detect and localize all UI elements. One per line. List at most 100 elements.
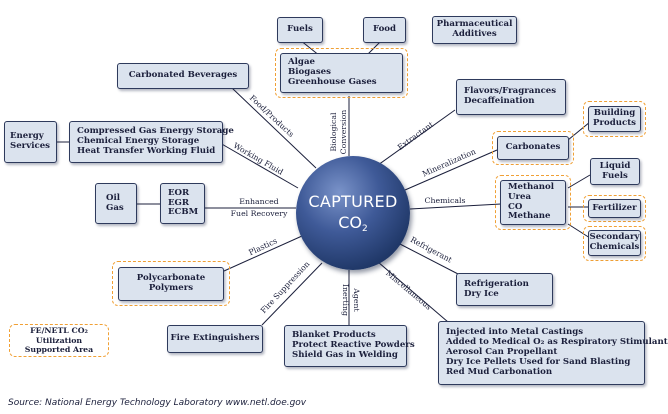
box-fuels: Fuels	[277, 17, 323, 43]
connector-chemicals-liquid	[567, 174, 591, 189]
box-blanket-line-2: Protect Reactive Powders	[292, 340, 415, 351]
box-building-line-2: Products	[592, 118, 637, 128]
box-pharma-line-2: Additives	[452, 29, 497, 39]
label-enhanced-1: Enhanced	[239, 197, 278, 206]
label-working-fluid: Working Fluid	[232, 141, 285, 177]
box-compressed-gas: Compressed Gas Energy Storage Chemical E…	[69, 121, 234, 163]
legend-line-2: Supported Area	[24, 345, 94, 355]
box-blanket-products: Blanket Products Protect Reactive Powder…	[284, 325, 415, 367]
label-food-products: Food/Products	[248, 93, 296, 139]
spoke-miscellaneous	[377, 261, 449, 323]
supported-area-outline-chemicals	[495, 175, 571, 230]
box-oilgas-line-2: Gas	[106, 202, 124, 213]
supported-area-outline-fertilizer	[583, 195, 646, 222]
box-secondary-chemicals: Secondary Chemicals	[588, 230, 641, 256]
box-fire-text: Fire Extinguishers	[170, 333, 260, 344]
label-biological-1: Biological	[329, 112, 338, 152]
box-flavors-decaffeination: Flavors/Fragrances Decaffeination	[456, 79, 566, 115]
box-pharma-line-1: Pharmaceutical	[436, 19, 513, 30]
connector-chemicals-secondary	[567, 223, 591, 239]
box-building-products: Building Products	[588, 106, 641, 132]
legend-line-1: FE/NETL CO₂ Utilization	[30, 326, 88, 345]
box-blanket-line-1: Blanket Products	[292, 330, 376, 341]
spoke-food-products	[231, 87, 317, 169]
box-misc-line-3: Aerosol Can Propellant	[446, 347, 558, 358]
box-fertilizer: Fertilizer	[588, 199, 641, 218]
box-pharmaceutical-additives: Pharmaceutical Additives	[432, 16, 517, 44]
box-algae-line-3: Greenhouse Gases	[288, 76, 377, 87]
box-refrigeration-line-2: Dry Ice	[464, 288, 499, 299]
box-energy-services: Energy Services	[4, 121, 57, 163]
box-building-line-1: Building	[593, 108, 636, 119]
box-carbonated-beverages: Carbonated Beverages	[117, 63, 249, 89]
hub-title-line-2: CO2	[338, 213, 368, 234]
box-carbonates: Carbonates	[497, 136, 569, 160]
source-credit: Source: National Energy Technology Labor…	[8, 398, 307, 408]
legend-supported-area: FE/NETL CO₂ Utilization Supported Area	[9, 324, 109, 357]
connector-building-carbonates	[567, 121, 591, 141]
box-oil-gas: Oil Gas	[95, 183, 137, 224]
box-energy-line-1: Energy	[10, 131, 44, 142]
box-fuels-text: Fuels	[287, 24, 313, 35]
box-misc-line-4: Dry Ice Pellets Used for Sand Blasting	[446, 356, 631, 367]
label-miscellaneous: Miscellaneous	[384, 268, 433, 311]
hub-subscript: 2	[362, 224, 368, 234]
box-chemicals-line-4: Methane	[508, 211, 551, 222]
box-compressed-line-3: Heat Transfer Working Fluid	[77, 145, 216, 156]
spoke-extractant	[377, 109, 456, 166]
label-fire-suppression: Fire Suppression	[259, 259, 312, 315]
box-algae-biogases: Algae Biogases Greenhouse Gases	[280, 53, 403, 93]
box-miscellaneous-uses: Injected into Metal Castings Added to Me…	[438, 321, 668, 385]
box-fire-extinguishers: Fire Extinguishers	[167, 325, 263, 353]
box-energy-line-2: Services	[10, 141, 50, 151]
box-flavors-line-2: Decaffeination	[464, 96, 535, 106]
label-biological-2: Conversion	[339, 110, 348, 155]
box-chemicals: Methanol Urea CO Methane	[500, 180, 566, 225]
box-secondary-line-2: Chemicals	[589, 242, 640, 252]
box-chemicals-line-2: Urea	[508, 191, 532, 202]
supported-area-outline-polycarbonate	[112, 261, 230, 306]
box-secondary-line-1: Secondary	[589, 232, 640, 243]
box-polycarbonate-line-2: Polymers	[148, 283, 194, 293]
box-liquid-line-2: Fuels	[602, 170, 628, 181]
box-food: Food	[363, 17, 406, 43]
diagram-canvas: Food/Products Biological Conversion Extr…	[56, 39, 591, 326]
hub-co: CO	[338, 213, 363, 232]
box-liquid-fuels: Liquid Fuels	[590, 158, 640, 185]
hub-title-line-1: CAPTURED	[308, 192, 398, 211]
box-misc-line-2: Added to Medical O₂ as Respiratory Stimu…	[446, 337, 668, 348]
label-enhanced-2: Fuel Recovery	[231, 209, 288, 218]
box-oilgas-line-1: Oil	[106, 192, 121, 203]
box-polycarbonate-polymers: Polycarbonate Polymers	[118, 267, 224, 301]
box-misc-line-1: Injected into Metal Castings	[446, 327, 584, 338]
box-blanket-line-3: Shield Gas in Welding	[292, 349, 398, 360]
label-extractant: Extractant	[396, 120, 436, 152]
box-chemicals-line-1: Methanol	[508, 181, 555, 192]
box-algae-line-1: Algae	[288, 57, 315, 68]
box-refrigeration-line-1: Refrigeration	[464, 278, 529, 289]
label-chemicals: Chemicals	[425, 196, 466, 205]
box-polycarbonate-line-1: Polycarbonate	[136, 273, 206, 284]
box-misc-line-5: Red Mud Carbonation	[446, 366, 553, 377]
box-eor-line-2: EGR	[168, 197, 190, 208]
spoke-working-fluid	[219, 142, 299, 189]
supported-area-outline-carbonates	[492, 131, 574, 165]
box-refrigeration-dry-ice: Refrigeration Dry Ice	[456, 273, 553, 306]
box-liquid-line-1: Liquid	[599, 160, 631, 171]
supported-area-outline-algae	[275, 48, 408, 98]
box-carbonates-text: Carbonates	[505, 142, 561, 153]
box-eor-line-1: EOR	[168, 187, 190, 198]
spoke-fire-suppression	[261, 262, 323, 326]
box-food-text: Food	[372, 24, 397, 35]
spoke-refrigerant	[397, 242, 461, 276]
box-chemicals-line-3: CO	[508, 201, 523, 212]
box-carbonated-text: Carbonated Beverages	[128, 70, 238, 81]
spoke-chemicals	[409, 203, 502, 210]
label-plastics: Plastics	[247, 236, 278, 257]
captured-co2-hub: CAPTURED CO2	[296, 156, 410, 270]
label-inerting-1: Inerting	[341, 284, 350, 316]
box-algae-line-2: Biogases	[288, 67, 331, 78]
label-inerting-2: Agent	[352, 287, 361, 312]
supported-area-outline-building	[583, 101, 646, 137]
box-eor-line-3: ECBM	[168, 207, 199, 218]
